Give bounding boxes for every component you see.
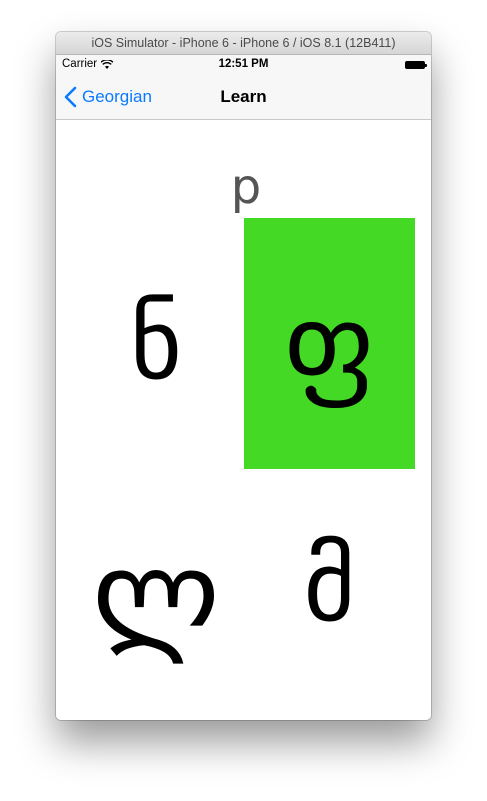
carrier-indicator: Carrier — [62, 58, 114, 70]
quiz-prompt: p — [230, 159, 262, 215]
wifi-icon — [101, 59, 114, 69]
letter-option-4[interactable]: მ — [303, 526, 356, 644]
back-button[interactable]: Georgian — [64, 75, 152, 119]
window-title-bar: iOS Simulator - iPhone 6 - iPhone 6 / iO… — [56, 32, 431, 55]
window-title: iOS Simulator - iPhone 6 - iPhone 6 / iO… — [91, 36, 396, 50]
status-bar: Carrier 12:51 PM — [56, 55, 431, 75]
letter-option-2[interactable]: ფ — [244, 218, 415, 469]
chevron-left-icon — [64, 86, 77, 108]
letter-option-3[interactable]: ლ — [92, 525, 220, 665]
letter-option-1[interactable]: ნ — [129, 285, 183, 402]
navigation-bar: Georgian Learn — [56, 75, 431, 120]
battery-icon — [405, 61, 427, 69]
status-time: 12:51 PM — [218, 58, 269, 70]
simulator-window: iOS Simulator - iPhone 6 - iPhone 6 / iO… — [56, 32, 431, 720]
phone-screen: Carrier 12:51 PM Georgian Learn p ნ ფ — [56, 55, 431, 720]
carrier-label: Carrier — [62, 58, 98, 70]
back-button-label: Georgian — [82, 87, 152, 106]
